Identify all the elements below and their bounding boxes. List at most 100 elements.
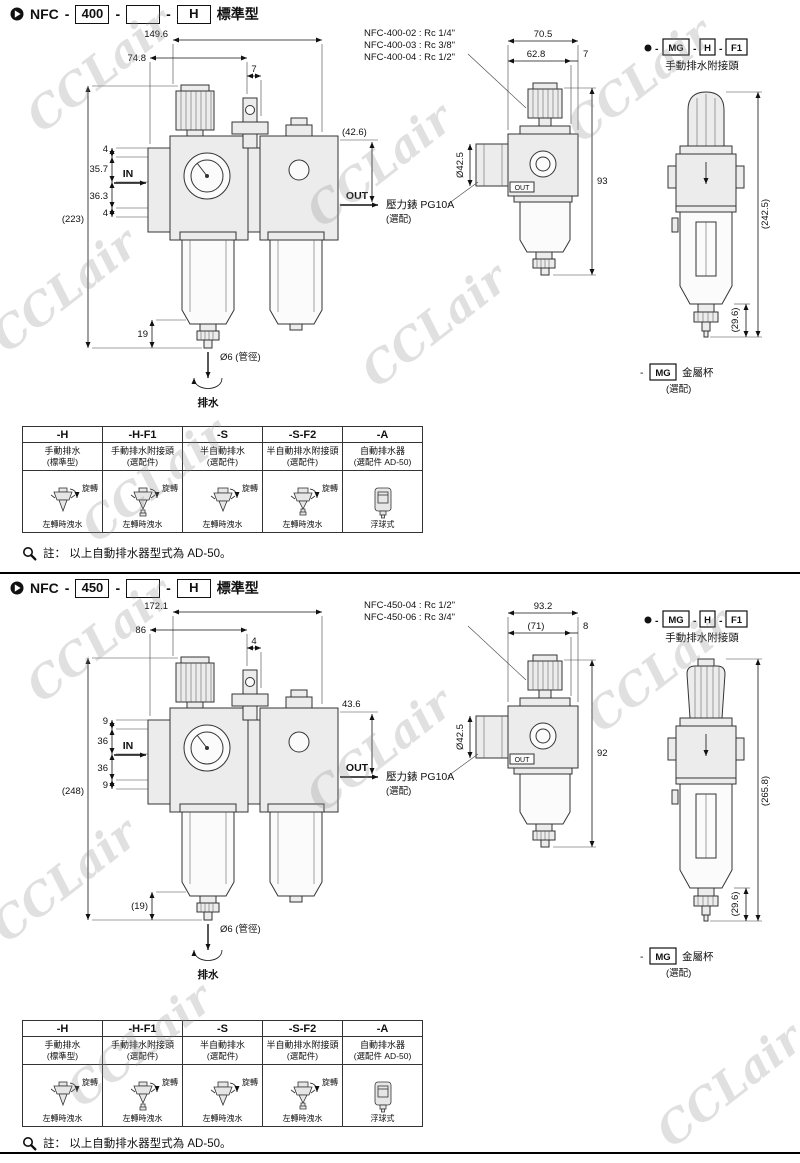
drain-label: 排水 — [198, 396, 219, 409]
cup-code-label: MG — [655, 952, 670, 963]
port-size-note: NFC-450-04 : Rc 1/2" — [364, 600, 455, 611]
drain-action-label: 左轉時洩水 — [282, 1114, 323, 1123]
dim-label: 9 — [103, 716, 108, 727]
nfc-450-drawings: 172.1 86 4 9 36 36 9 (248) — [62, 600, 771, 981]
option-code: -H-F1 — [102, 426, 183, 443]
dim-label: 92 — [597, 748, 608, 759]
option-illustration: 旋轉 左轉時洩水 — [22, 470, 103, 533]
drain-options-table: -H -H-F1 -S -S-F2 -A 手動排水(標準型) 手動排水附接頭(選… — [22, 1020, 423, 1127]
port-size-note: NFC-400-04 : Rc 1/2" — [364, 52, 455, 63]
option-icon-row: 旋轉 左轉時洩水 旋轉 左轉時洩水 旋轉 左轉時洩水 旋轉 左轉時洩水 — [22, 470, 423, 533]
dash-separator: - — [64, 6, 70, 22]
dash-separator: - — [693, 615, 697, 627]
option-illustration: 旋轉 左轉時洩水 — [182, 1064, 263, 1127]
auto-drain-icon — [374, 1081, 391, 1113]
option-desc: 半自動排水附接頭(選配件) — [262, 442, 343, 471]
unit-drain-valve — [693, 303, 719, 338]
metal-cup-label: 金屬杯 — [682, 366, 714, 379]
dim-label: 149.6 — [144, 29, 168, 40]
dim-label: 43.6 — [342, 699, 361, 710]
drain-action-label: 左轉時洩水 — [122, 1114, 163, 1123]
semi-auto-drain-icon — [210, 1081, 239, 1107]
drain-valve — [196, 323, 303, 349]
code-f1-box — [725, 610, 748, 628]
side-bowl — [519, 201, 571, 253]
dim-label: 35.7 — [90, 164, 109, 175]
dash-separator: - — [64, 580, 70, 596]
dim-label: 19 — [137, 329, 148, 340]
model-option-box: H — [176, 578, 211, 598]
pressure-gauge — [183, 152, 231, 200]
dash-separator: - — [719, 615, 723, 627]
option-desc: 手動排水附接頭(選配件) — [102, 1036, 183, 1065]
port-size-note: NFC-400-03 : Rc 3/8" — [364, 40, 455, 51]
dim-label: (265.8) — [760, 776, 771, 806]
option-illustration: 旋轉 左轉時洩水 — [102, 470, 183, 533]
option-code: -H-F1 — [102, 1020, 183, 1037]
front-view-dimensions: 149.6 74.8 7 4 35.7 36.3 4 (223) — [62, 29, 378, 409]
code-f1-label: F1 — [731, 615, 743, 626]
dash-separator: - — [115, 6, 121, 22]
model-code-header: NFC - 450 - - H 標準型 — [10, 578, 259, 598]
dim-label: 7 — [583, 49, 588, 60]
dim-label: 36.3 — [90, 191, 109, 202]
option-desc: 半自動排水(選配件) — [182, 1036, 263, 1065]
page-bottom-rule — [0, 1152, 800, 1154]
dim-label: 36 — [97, 736, 108, 747]
rotate-label: 旋轉 — [242, 484, 258, 493]
in-port-label: IN — [123, 168, 134, 180]
front-view-drawing — [147, 656, 339, 921]
rotation-arrow-icon — [191, 949, 223, 961]
rotate-label: 旋轉 — [162, 484, 178, 493]
dash-separator: - — [719, 43, 723, 55]
option-desc: 半自動排水附接頭(選配件) — [262, 1036, 343, 1065]
side-view-dimensions: NFC-450-04 : Rc 1/2" NFC-450-06 : Rc 3/4… — [364, 600, 608, 848]
model-code-header: NFC - 400 - - H 標準型 — [10, 4, 259, 24]
out-port-label: OUT — [346, 762, 369, 774]
port-size-note: NFC-450-06 : Rc 3/4" — [364, 612, 455, 623]
dim-label: (29.6) — [730, 308, 741, 333]
mounting-bracket — [231, 97, 269, 149]
front-view-drawing — [147, 84, 339, 349]
model-series-name: NFC — [30, 6, 59, 22]
model-blank-box — [126, 578, 161, 598]
drain-pipe-label: Ø6 (管徑) — [220, 351, 261, 363]
drain-action-label: 左轉時洩水 — [282, 520, 323, 529]
section-divider-rule — [0, 572, 800, 574]
drain-pipe-label: Ø6 (管徑) — [220, 923, 261, 935]
dim-label: 172.1 — [144, 601, 168, 612]
dim-label: 62.8 — [527, 49, 546, 60]
code-h-box — [699, 610, 716, 628]
dim-label: 93 — [597, 176, 608, 187]
drain-action-label: 左轉時洩水 — [122, 520, 163, 529]
manual-drain-icon — [50, 487, 79, 513]
dim-label: (19) — [131, 901, 148, 912]
out-marking-label: OUT — [515, 185, 531, 192]
dim-label: (223) — [62, 214, 84, 225]
rotate-label: 旋轉 — [162, 1078, 178, 1087]
side-view-dimensions: NFC-400-02 : Rc 1/4" NFC-400-03 : Rc 3/8… — [364, 28, 608, 276]
drain-action-label: 左轉時洩水 — [42, 1114, 83, 1123]
semi-auto-drain-fitting-icon — [290, 487, 319, 516]
drain-action-label: 浮球式 — [370, 1114, 395, 1123]
option-illustration: 旋轉 左轉時洩水 — [262, 470, 343, 533]
gauge-diameter-label: Ø42.5 — [455, 724, 466, 750]
gauge-side-profile — [475, 143, 509, 187]
option-code: -H — [22, 426, 103, 443]
model-blank-box — [126, 4, 161, 24]
option-illustration: 旋轉 左轉時洩水 — [22, 1064, 103, 1127]
code-mg-box — [662, 38, 690, 56]
code-f1-label: F1 — [731, 43, 743, 54]
drain-options-table: -H -H-F1 -S -S-F2 -A 手動排水(標準型) 手動排水附接頭(選… — [22, 426, 423, 533]
code-h-label: H — [704, 43, 711, 54]
sight-dome — [288, 159, 310, 181]
auto-drain-icon — [374, 487, 391, 519]
nfc-400-drawings: 149.6 74.8 7 4 35.7 36.3 4 (223) — [62, 28, 771, 409]
drain-action-label: 左轉時洩水 — [202, 1114, 243, 1123]
option-desc: 半自動排水(選配件) — [182, 442, 263, 471]
single-unit-dimensions: (242.5) (29.6) - MG 金屬杯 (選配) — [640, 91, 771, 395]
option-code-row: -H -H-F1 -S -S-F2 -A — [22, 426, 423, 443]
section-bullet-icon — [10, 581, 24, 595]
single-unit-dimensions: (265.8) (29.6) - MG 金屬杯 (選配) — [640, 658, 771, 979]
dim-label: 4 — [103, 144, 108, 155]
